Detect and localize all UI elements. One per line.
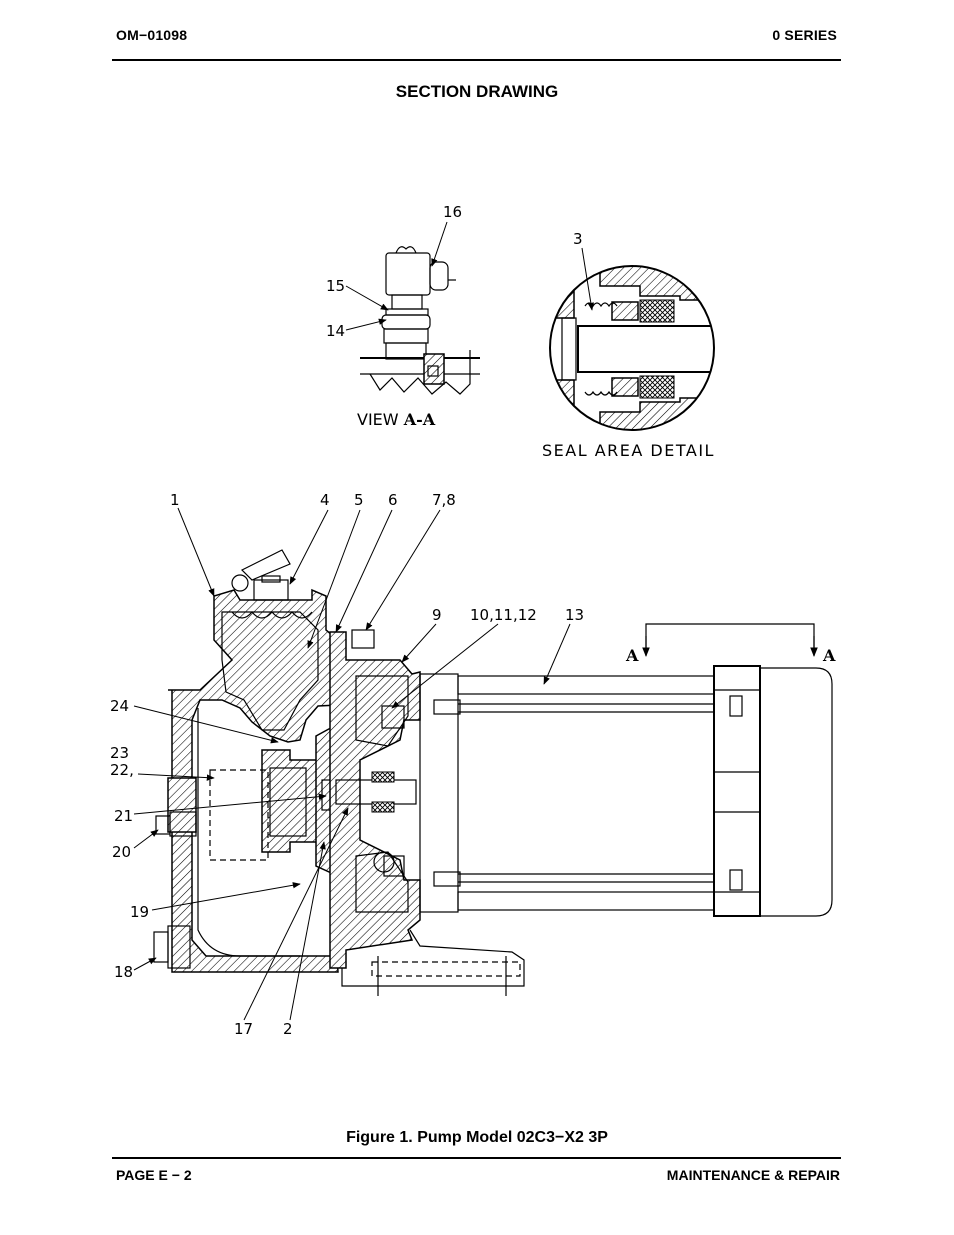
callout-4: 4 — [320, 491, 330, 509]
header-rule — [112, 59, 841, 61]
callout-10-11-12: 10,11,12 — [470, 606, 537, 624]
section-marker-a-left: A — [625, 646, 639, 665]
callout-3: 3 — [573, 230, 583, 248]
callout-15: 15 — [326, 277, 345, 295]
view-a-a-inset — [360, 246, 480, 395]
callout-19: 19 — [130, 903, 149, 921]
section-marker-a-right: A — [822, 646, 836, 665]
callout-24: 24 — [110, 697, 129, 715]
section-title: SECTION DRAWING — [395, 82, 559, 101]
callout-1: 1 — [170, 491, 180, 509]
callout-2: 2 — [283, 1020, 293, 1038]
callout-14: 14 — [326, 322, 345, 340]
callout-6: 6 — [388, 491, 398, 509]
leader-lines — [133, 221, 595, 1021]
footer-section: MAINTENANCE & REPAIR — [666, 1167, 840, 1183]
callout-22: 22, — [110, 761, 134, 779]
callout-18: 18 — [114, 963, 133, 981]
callout-20: 20 — [112, 843, 131, 861]
callout-9: 9 — [432, 606, 442, 624]
pump-main-section — [153, 549, 833, 996]
footer-rule — [112, 1157, 841, 1159]
page-number: PAGE E − 2 — [116, 1167, 192, 1183]
seal-detail-label: SEAL AREA DETAIL — [542, 441, 715, 460]
document-number: OM−01098 — [116, 27, 188, 43]
callout-21: 21 — [114, 807, 133, 825]
callout-13: 13 — [565, 606, 584, 624]
callout-labels: 16 3 15 14 1 4 5 6 7,8 9 10,11,12 13 A A… — [110, 203, 836, 1038]
callout-7-8: 7,8 — [432, 491, 456, 509]
callout-17: 17 — [234, 1020, 253, 1038]
seal-area-detail — [549, 265, 715, 431]
view-label: VIEW A-A — [357, 410, 436, 429]
series-label: 0 SERIES — [772, 27, 837, 43]
callout-16: 16 — [443, 203, 462, 221]
callout-23: 23 — [110, 744, 129, 762]
figure-caption: Figure 1. Pump Model 02C3−X2 3P — [346, 1129, 608, 1146]
callout-5: 5 — [354, 491, 364, 509]
